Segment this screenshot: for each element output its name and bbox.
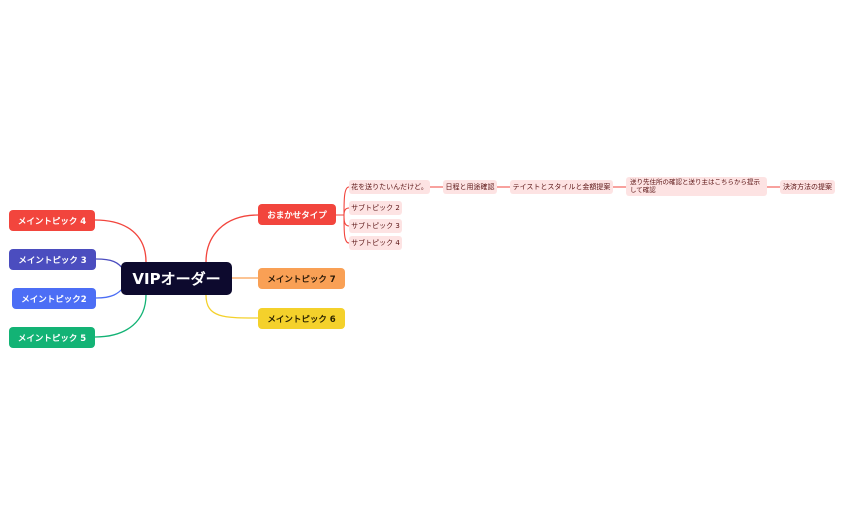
- connector-omakase-children: [336, 186, 350, 244]
- subtopic-2[interactable]: サブトピック 2: [349, 201, 402, 215]
- main-topic-omakase[interactable]: おまかせタイプ: [258, 204, 336, 225]
- main-topic-7[interactable]: メイントピック 7: [258, 268, 345, 289]
- main-topic-6[interactable]: メイントピック 6: [258, 308, 345, 329]
- root-topic[interactable]: VIPオーダー: [121, 262, 232, 295]
- chain-address[interactable]: 送り先住所の確認と送り主はこちらから提示して確認: [626, 177, 767, 196]
- connector-root-topic2: [95, 286, 125, 299]
- subtopic-flower[interactable]: 花を送りたいんだけど。: [349, 180, 430, 194]
- connector-root-topic4: [94, 219, 147, 263]
- subtopic-4[interactable]: サブトピック 4: [349, 236, 402, 250]
- subtopic-3[interactable]: サブトピック 3: [349, 219, 402, 233]
- main-topic-4[interactable]: メイントピック 4: [9, 210, 95, 231]
- connector-root-topic6: [205, 294, 259, 319]
- connector-root-topic5: [94, 294, 147, 338]
- chain-taste[interactable]: テイストとスタイルと金額提案: [510, 180, 613, 194]
- main-topic-2[interactable]: メイントピック2: [12, 288, 96, 309]
- chain-schedule[interactable]: 日程と用途確認: [443, 180, 497, 194]
- connector-root-omakase: [205, 214, 259, 263]
- connector-root-topic3: [95, 258, 125, 271]
- main-topic-3[interactable]: メイントピック 3: [9, 249, 96, 270]
- main-topic-5[interactable]: メイントピック 5: [9, 327, 95, 348]
- chain-payment[interactable]: 決済方法の提案: [780, 180, 835, 194]
